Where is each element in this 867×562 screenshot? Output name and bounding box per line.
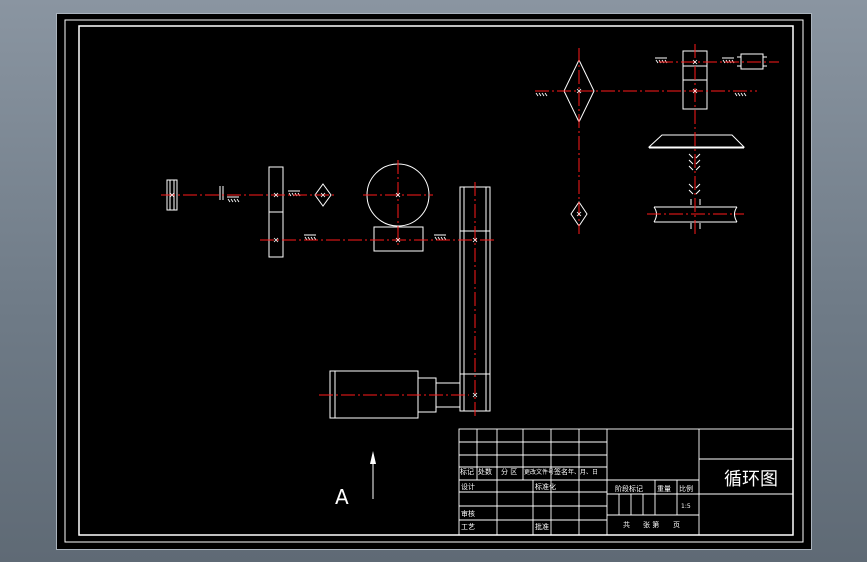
row-label-count: 处数 <box>478 467 492 476</box>
row-label-change-doc: 更改文件号 <box>524 468 554 476</box>
drawing-viewport[interactable]: A 标记 处数 分 区 更改文件号 签名 年 <box>56 13 812 550</box>
sheet-number-label: 张 第 <box>643 520 659 529</box>
approval-label: 批准 <box>535 522 549 531</box>
outer-frame <box>64 19 804 543</box>
sheet-page-label: 页 <box>673 521 680 529</box>
cad-drawing: A 标记 处数 分 区 更改文件号 签名 年 <box>64 19 804 543</box>
rack-teeth <box>688 153 701 171</box>
drawing-title: 循环图 <box>724 469 778 490</box>
review-label: 审核 <box>461 509 475 518</box>
view-arrow <box>370 451 376 499</box>
weight-label: 重量 <box>657 485 671 493</box>
designer-label: 设计 <box>461 482 475 491</box>
stage-mark-label: 阶段标记 <box>615 484 643 493</box>
row-label-signature: 签名 <box>554 467 568 476</box>
mechanism <box>166 50 767 419</box>
small-cam <box>314 183 332 207</box>
output-box <box>740 53 764 70</box>
slide-table <box>647 134 746 148</box>
title-block <box>458 428 794 536</box>
scale-value: 1:5 <box>681 503 691 510</box>
standardization-label: 标准化 <box>535 482 556 491</box>
process-label: 工艺 <box>461 523 475 531</box>
row-label-zone: 分 区 <box>501 467 517 476</box>
view-label: A <box>335 485 349 509</box>
sheet-total-label: 共 <box>623 520 630 529</box>
title-block-text: 标记 处数 分 区 更改文件号 签名 年、月、日 设计 标准化 审核 工艺 批准… <box>460 467 778 531</box>
inner-frame <box>78 25 794 536</box>
row-label-date: 年、月、日 <box>568 468 598 476</box>
row-label-mark: 标记 <box>460 467 474 476</box>
center-marks <box>169 59 698 398</box>
scale-label: 比例 <box>679 484 693 493</box>
